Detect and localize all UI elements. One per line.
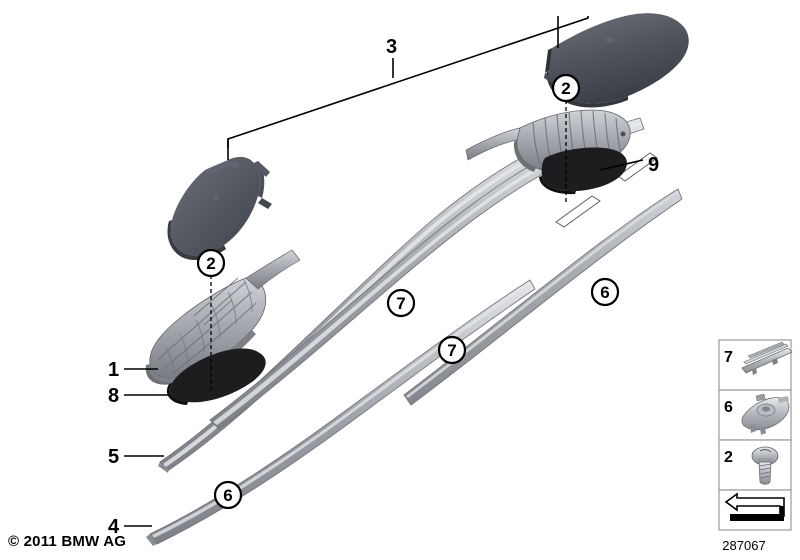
diagram-part-number: 287067 bbox=[722, 538, 766, 553]
callout-label-9: 9 bbox=[648, 154, 659, 176]
leader-label-9 bbox=[599, 159, 644, 171]
callout-label-8: 8 bbox=[108, 385, 119, 407]
callout-circle-6-right: 6 bbox=[590, 277, 620, 307]
callout-circle-7-upper: 7 bbox=[386, 288, 416, 318]
legend-row-7: 7 bbox=[724, 341, 793, 375]
rail-clip-icon bbox=[741, 341, 793, 375]
callout-circle-2-left: 2 bbox=[196, 248, 226, 278]
callout-text-5: 5 bbox=[108, 446, 119, 468]
callout-circle-2-top: 2 bbox=[551, 73, 581, 103]
callout-circle-6-bottom: 6 bbox=[213, 480, 243, 510]
roof-moulding-bar-slotted bbox=[403, 152, 683, 406]
adhesive-pad-front bbox=[166, 348, 266, 405]
callout-text-circle-6-right: 6 bbox=[600, 283, 609, 302]
callout-label-4: 4 bbox=[108, 516, 120, 538]
callout-circle-7-lower: 7 bbox=[437, 335, 467, 365]
callout-text-3: 3 bbox=[386, 36, 397, 58]
legend-number-2: 2 bbox=[724, 449, 733, 466]
callout-label-5: 5 bbox=[108, 446, 119, 468]
legend-row-2: 2 bbox=[724, 446, 779, 485]
callout-text-circle-2-top: 2 bbox=[561, 79, 570, 98]
callout-text-8: 8 bbox=[108, 385, 119, 407]
callout-text-circle-6-bottom: 6 bbox=[223, 486, 232, 505]
callout-label-1: 1 bbox=[108, 359, 119, 381]
leader-label-3 bbox=[227, 16, 589, 160]
callout-label-3: 3 bbox=[386, 36, 397, 58]
legend-number-6: 6 bbox=[724, 399, 733, 416]
callout-text-4: 4 bbox=[108, 516, 120, 538]
legend-row-arrow bbox=[724, 492, 785, 521]
legend-row-6: 6 bbox=[724, 393, 790, 435]
callout-text-circle-7-upper: 7 bbox=[396, 294, 405, 313]
roof-rail-end-cover-front bbox=[167, 156, 272, 261]
legend-number-7: 7 bbox=[724, 349, 733, 366]
legend-panel: 7 6 bbox=[718, 339, 793, 531]
callout-text-circle-2-left: 2 bbox=[206, 254, 215, 273]
roof-moulding-bar-middle bbox=[209, 117, 645, 430]
callout-text-1: 1 bbox=[108, 359, 119, 381]
rail-clamp-icon bbox=[741, 393, 790, 435]
callout-text-9: 9 bbox=[648, 154, 659, 176]
copyright-notice: © 2011 BMW AG bbox=[8, 533, 127, 550]
callout-text-circle-7-lower: 7 bbox=[447, 341, 456, 360]
adhesive-pad-rear bbox=[539, 147, 628, 195]
direction-arrow-icon bbox=[724, 492, 785, 521]
screw-icon bbox=[751, 446, 779, 485]
